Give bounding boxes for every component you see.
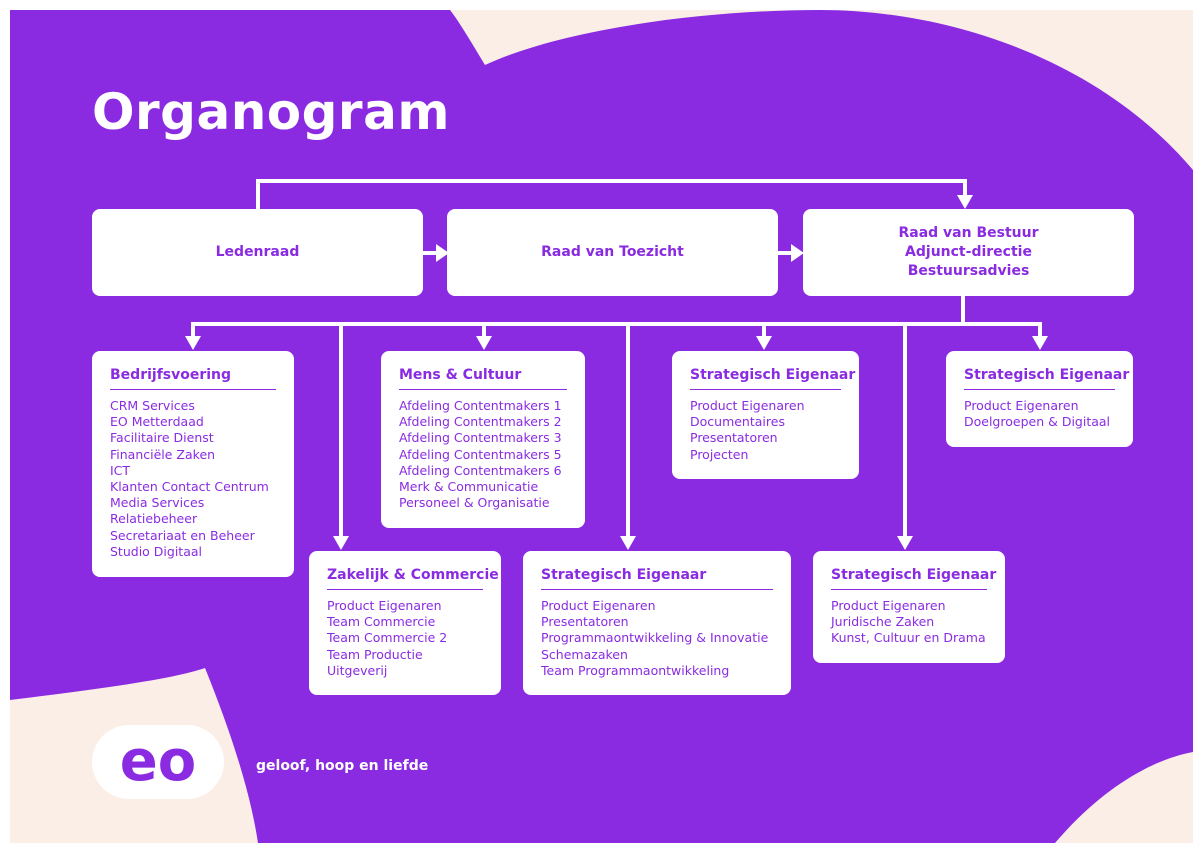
department-item: EO Metterdaad <box>110 414 204 430</box>
department-item: Kunst, Cultuur en Drama <box>831 630 986 646</box>
page-title: Organogram <box>92 83 450 141</box>
department-item: Product Eigenaren <box>964 398 1079 413</box>
department-title: Strategisch Eigenaar <box>964 367 1129 390</box>
department-box-strategisch-eigenaar-1: Strategisch Eigenaar Product Eigenaren P… <box>523 551 791 695</box>
department-title: Bedrijfsvoering <box>110 367 276 390</box>
department-box-strategisch-eigenaar-3: Strategisch Eigenaar Product Eigenaren J… <box>813 551 1005 663</box>
department-item: Klanten Contact Centrum <box>110 479 269 495</box>
department-item: Presentatoren <box>690 430 778 446</box>
adjunct-directie-label: Adjunct-directie <box>905 244 1032 260</box>
department-box-bedrijfsvoering: Bedrijfsvoering CRM Services EO Metterda… <box>92 351 294 577</box>
department-box-mens-cultuur: Mens & Cultuur Afdeling Contentmakers 1 … <box>381 351 585 528</box>
logo-pill <box>92 725 224 799</box>
department-items: Product Eigenaren Doelgroepen & Digitaal <box>964 398 1115 430</box>
department-title: Strategisch Eigenaar <box>831 567 996 590</box>
ledenraad-box: Ledenraad <box>92 209 423 296</box>
department-items: Product Eigenaren Documentaires Presenta… <box>690 398 841 463</box>
department-title: Zakelijk & Commercie <box>327 567 499 590</box>
department-item: Studio Digitaal <box>110 543 202 559</box>
department-box-zakelijk-commercie: Zakelijk & Commercie Product Eigenaren T… <box>309 551 501 695</box>
department-item: Personeel & Organisatie <box>399 495 550 511</box>
department-items: Product Eigenaren Juridische Zaken Kunst… <box>831 598 987 647</box>
department-items: Afdeling Contentmakers 1 Afdeling Conten… <box>399 398 567 511</box>
department-item: Team Productie <box>327 646 423 662</box>
department-item: Afdeling Contentmakers 6 <box>399 462 562 478</box>
logo-text: eo <box>120 729 196 794</box>
department-box-strategisch-eigenaar-4: Strategisch Eigenaar Product Eigenaren D… <box>946 351 1133 447</box>
cream-shape-bottom-right <box>1055 752 1193 843</box>
department-item: ICT <box>110 462 131 478</box>
department-items: Product Eigenaren Team Commercie Team Co… <box>327 598 483 679</box>
tagline: geloof, hoop en liefde <box>256 758 429 774</box>
raad-van-toezicht-label: Raad van Toezicht <box>541 244 684 260</box>
department-item: Afdeling Contentmakers 2 <box>399 414 562 430</box>
department-item: Facilitaire Dienst <box>110 430 214 446</box>
department-item: Afdeling Contentmakers 3 <box>399 430 562 446</box>
department-items: Product Eigenaren Presentatoren Programm… <box>541 598 773 679</box>
department-item: Product Eigenaren <box>541 598 656 613</box>
raad-van-toezicht-box: Raad van Toezicht <box>447 209 778 296</box>
department-item: Doelgroepen & Digitaal <box>964 414 1111 430</box>
eo-logo-icon: eo <box>92 725 224 799</box>
department-item: Programmaontwikkeling & Innovatie <box>541 630 769 646</box>
department-item: Product Eigenaren <box>690 398 805 413</box>
department-item: Product Eigenaren <box>327 598 442 613</box>
department-item: Financiële Zaken <box>110 446 216 462</box>
raad-van-bestuur-box: Raad van Bestuur Adjunct-directie Bestuu… <box>803 209 1134 296</box>
ledenraad-label: Ledenraad <box>215 244 300 260</box>
department-item: Uitgeverij <box>327 662 388 678</box>
raad-van-bestuur-label: Raad van Bestuur <box>898 225 1039 241</box>
department-item: Juridische Zaken <box>831 614 935 630</box>
department-item: Team Commercie 2 <box>327 630 448 646</box>
cream-shape-top-right <box>450 10 1193 170</box>
department-item: Projecten <box>690 446 749 462</box>
department-item: Product Eigenaren <box>831 598 946 613</box>
bestuursadvies-label: Bestuursadvies <box>907 263 1030 279</box>
department-item: Schemazaken <box>541 646 628 662</box>
department-item: Relatiebeheer <box>110 511 198 527</box>
department-item: Team Programmaontwikkeling <box>541 662 730 678</box>
department-item: Merk & Communicatie <box>399 479 539 495</box>
department-item: CRM Services <box>110 398 195 413</box>
department-title: Mens & Cultuur <box>399 367 567 390</box>
department-item: Presentatoren <box>541 614 629 630</box>
department-item: Secretariaat en Beheer <box>110 527 255 543</box>
department-item: Team Commercie <box>327 614 436 630</box>
department-item: Afdeling Contentmakers 5 <box>399 446 562 462</box>
department-items: CRM Services EO Metterdaad Facilitaire D… <box>110 398 276 560</box>
department-item: Media Services <box>110 495 205 511</box>
department-title: Strategisch Eigenaar <box>541 567 773 590</box>
department-item: Documentaires <box>690 414 785 430</box>
department-item: Afdeling Contentmakers 1 <box>399 398 562 413</box>
department-box-strategisch-eigenaar-2: Strategisch Eigenaar Product Eigenaren D… <box>672 351 859 479</box>
department-title: Strategisch Eigenaar <box>690 367 855 390</box>
